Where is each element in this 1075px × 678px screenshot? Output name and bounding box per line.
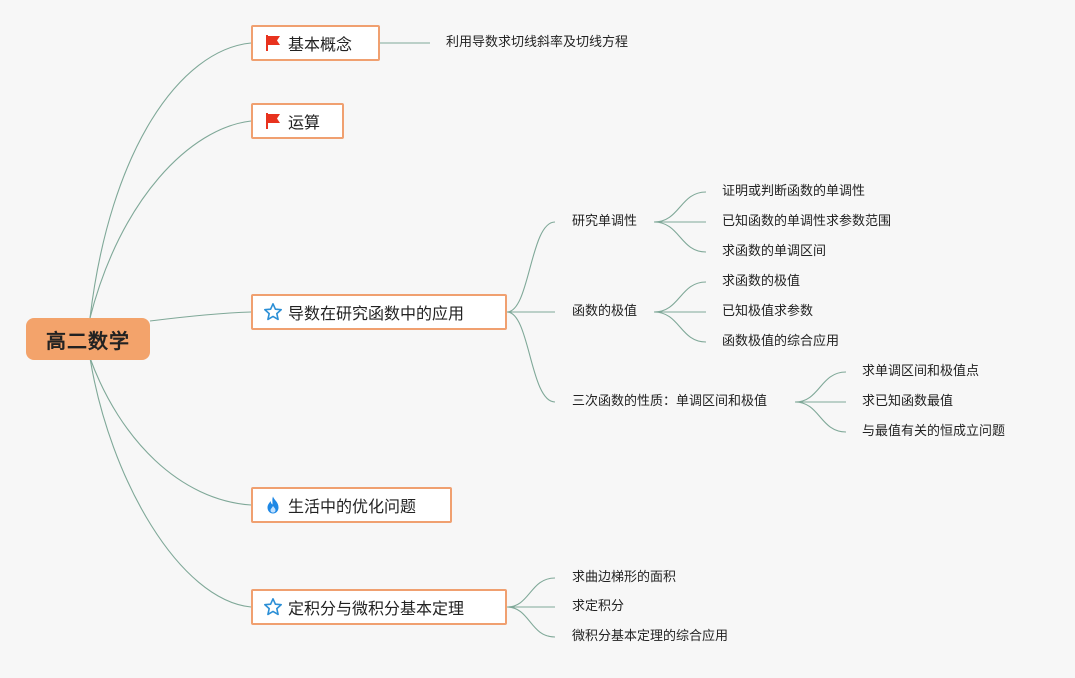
leaf-node[interactable]: 与最值有关的恒成立问题: [862, 424, 1006, 439]
topic-label: 运算: [288, 113, 321, 132]
red-flag-icon: [263, 33, 283, 53]
link-sub1-leaf1: [653, 191, 707, 223]
leaf-node[interactable]: 求单调区间和极值点: [862, 364, 980, 379]
leaf-node[interactable]: 微积分基本定理的综合应用: [572, 629, 729, 644]
leaf-node[interactable]: 求函数的极值: [722, 274, 801, 289]
topic-operations[interactable]: 运算: [251, 103, 344, 139]
link-topic5-sub3: [506, 606, 556, 638]
link-sub3-leaf1: [794, 371, 847, 403]
leaf-node[interactable]: 求曲边梯形的面积: [572, 570, 677, 585]
leaf-node[interactable]: 已知极值求参数: [722, 304, 814, 319]
topic-optimization[interactable]: 生活中的优化问题: [251, 487, 452, 523]
blue-star-icon: [263, 302, 283, 322]
leaf-node[interactable]: 已知函数的单调性求参数范围: [722, 214, 892, 229]
leaf-node[interactable]: 函数极值的综合应用: [722, 334, 840, 349]
topic-label: 基本概念: [288, 35, 353, 54]
link-sub1-leaf3: [653, 221, 707, 253]
blue-star-icon: [263, 597, 283, 617]
link-sub3-leaf3: [794, 401, 847, 433]
link-topic3-sub3: [506, 311, 556, 403]
leaf-node[interactable]: 求已知函数最值: [862, 394, 954, 409]
leaf-node[interactable]: 求函数的单调区间: [722, 244, 827, 259]
leaf-node[interactable]: 证明或判断函数的单调性: [722, 184, 866, 199]
link-root-topic1: [89, 42, 252, 319]
subtopic-extrema[interactable]: 函数的极值: [572, 304, 638, 319]
topic-derivative-applications[interactable]: 导数在研究函数中的应用: [251, 294, 507, 330]
root-node[interactable]: 高二数学: [26, 318, 150, 360]
link-sub2-leaf1: [653, 281, 707, 313]
leaf-node[interactable]: 求定积分: [572, 599, 625, 614]
topic-label: 生活中的优化问题: [288, 497, 417, 516]
subtopic-monotonicity[interactable]: 研究单调性: [572, 214, 638, 229]
link-root-topic5: [89, 357, 252, 608]
link-root-topic4: [89, 357, 252, 506]
topic-label: 导数在研究函数中的应用: [288, 304, 465, 323]
leaf-node[interactable]: 利用导数求切线斜率及切线方程: [446, 35, 629, 50]
link-sub2-leaf3: [653, 311, 707, 343]
topic-definite-integral[interactable]: 定积分与微积分基本定理: [251, 589, 507, 625]
subtopic-cubic-functions[interactable]: 三次函数的性质：单调区间和极值: [572, 394, 768, 409]
topic-label: 定积分与微积分基本定理: [288, 599, 465, 618]
link-root-topic3: [149, 311, 252, 322]
red-flag-icon: [263, 111, 283, 131]
link-topic3-sub1: [506, 221, 556, 313]
link-root-topic2: [89, 120, 252, 319]
link-topic5-sub1: [506, 577, 556, 608]
blue-flame-icon: [263, 495, 283, 515]
topic-basic-concepts[interactable]: 基本概念: [251, 25, 380, 61]
